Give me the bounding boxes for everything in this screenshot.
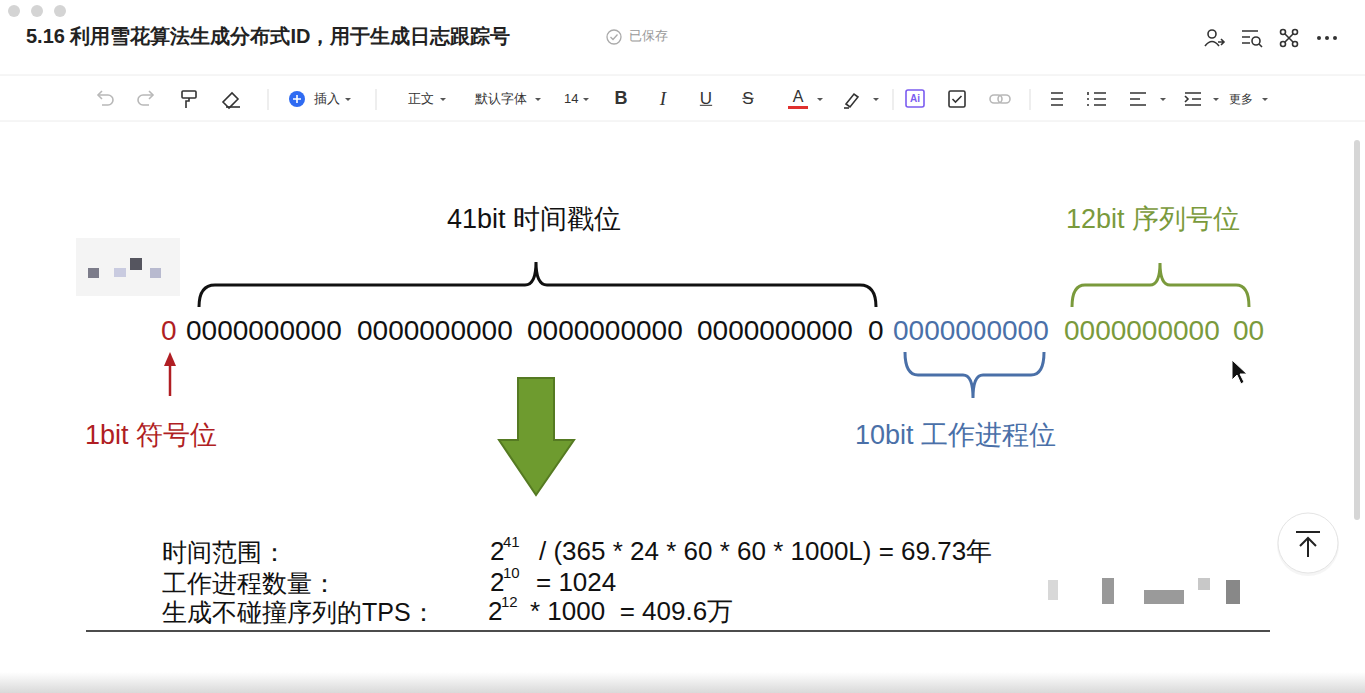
bit-group: 00 xyxy=(1233,314,1264,348)
header-border xyxy=(0,75,1365,76)
formula-text: = 1024 xyxy=(536,567,616,598)
font-color-button: A xyxy=(793,87,804,106)
strike-button: S xyxy=(742,89,753,109)
mouse-cursor xyxy=(1232,360,1247,384)
field-label: 1bit 符号位 xyxy=(85,419,217,451)
blurred-mark xyxy=(76,238,1240,604)
bit-group: 0000000000 xyxy=(697,314,853,348)
more-dots xyxy=(1317,36,1337,40)
timestamp-bracket xyxy=(199,262,876,307)
field-label: 10bit 工作进程位 xyxy=(855,419,1056,451)
bottom-shade xyxy=(0,672,1365,693)
toolbar-separators xyxy=(268,89,1030,110)
toolbar-label: 更多 xyxy=(1229,92,1253,106)
sign-arrow xyxy=(164,352,176,396)
down-arrow xyxy=(499,378,574,495)
italic-button: I xyxy=(660,88,666,111)
formula-exponent: 41 xyxy=(503,533,520,551)
field-label: 12bit 序列号位 xyxy=(1066,203,1240,235)
formula-text: * 1000 = 409.6万 xyxy=(530,596,733,627)
formula-exponent: 12 xyxy=(501,593,518,611)
toolbar-label: 插入 xyxy=(314,91,340,107)
saved-icon xyxy=(607,30,621,44)
formula-label: 生成不碰撞序列的TPS： xyxy=(162,597,436,627)
bit-group: 0000000000 xyxy=(893,314,1049,348)
bit-group: 0 xyxy=(868,314,884,348)
toolbar-label: 正文 xyxy=(408,91,434,107)
formula-text: / (365 * 24 * 60 * 60 * 1000L) = 69.73年 xyxy=(539,536,992,567)
formula-label: 工作进程数量： xyxy=(162,568,337,598)
back-to-top xyxy=(1277,513,1339,576)
toolbar-label: 已保存 xyxy=(629,28,668,44)
bit-group: 0 xyxy=(161,314,177,348)
scrollbar xyxy=(1354,140,1360,520)
header-icons xyxy=(1205,30,1298,48)
bit-group: 0000000000 xyxy=(186,314,342,348)
bottom-rule xyxy=(86,630,1270,632)
bit-group: 0000000000 xyxy=(357,314,513,348)
bit-group: 0000000000 xyxy=(527,314,683,348)
formula-base: 2 xyxy=(490,536,504,567)
bold-button: B xyxy=(615,88,628,110)
doc-title: 5.16 利用雪花算法生成分布式ID，用于生成日志跟踪号 xyxy=(26,24,510,48)
toolbar-label: 默认字体 xyxy=(475,91,527,107)
font-color-bar xyxy=(788,106,808,109)
worker-bracket xyxy=(905,352,1044,398)
window-controls xyxy=(8,5,66,17)
toolbar-border xyxy=(0,121,1365,122)
sequence-bracket xyxy=(1072,263,1249,307)
toolbar-label: 14 xyxy=(564,91,578,107)
bit-group: 0000000000 xyxy=(1064,314,1220,348)
formula-base: 2 xyxy=(488,596,502,627)
formula-exponent: 10 xyxy=(503,564,520,582)
field-label: 41bit 时间戳位 xyxy=(447,203,621,235)
ai-button: Ai xyxy=(910,93,920,105)
toolbar-icons xyxy=(98,90,1201,108)
underline-button: U xyxy=(700,89,712,109)
formula-label: 时间范围： xyxy=(162,537,287,567)
